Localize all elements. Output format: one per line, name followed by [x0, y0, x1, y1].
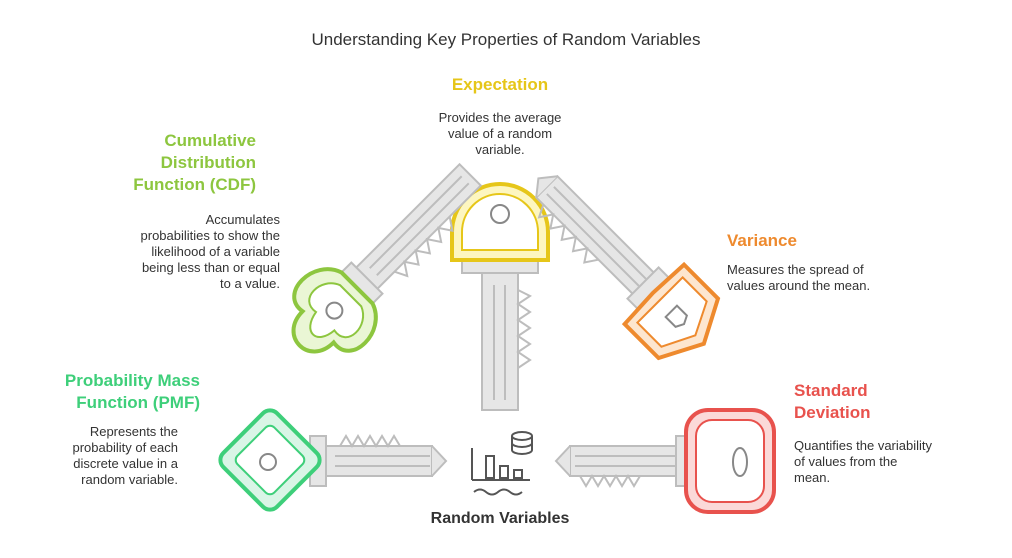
- variance-desc: Measures the spread of values around the…: [727, 262, 871, 293]
- variance-key: [534, 174, 721, 361]
- pmf-key: [218, 408, 448, 512]
- center-label: Random Variables: [430, 510, 570, 527]
- expectation-key: [450, 182, 550, 411]
- pmf-title: Probability Mass Function (PMF): [64, 371, 200, 412]
- cdf-desc: Accumulates probabilities to show the li…: [140, 212, 280, 291]
- diagram-title: Understanding Key Properties of Random V…: [311, 30, 701, 49]
- stddev-title: Standard Deviation: [794, 381, 871, 422]
- expectation-title: Expectation: [451, 75, 549, 94]
- stddev-key: [554, 408, 776, 514]
- expectation-desc: Provides the average value of a random v…: [438, 110, 562, 157]
- stddev-desc: Quantifies the variability of values fro…: [794, 438, 933, 485]
- data-chart-icon: [471, 431, 533, 496]
- cdf-key: [291, 162, 483, 354]
- cdf-title: Cumulative Distribution Function (CDF): [133, 131, 256, 194]
- variance-title: Variance: [727, 231, 797, 250]
- pmf-desc: Represents the probability of each discr…: [72, 424, 178, 487]
